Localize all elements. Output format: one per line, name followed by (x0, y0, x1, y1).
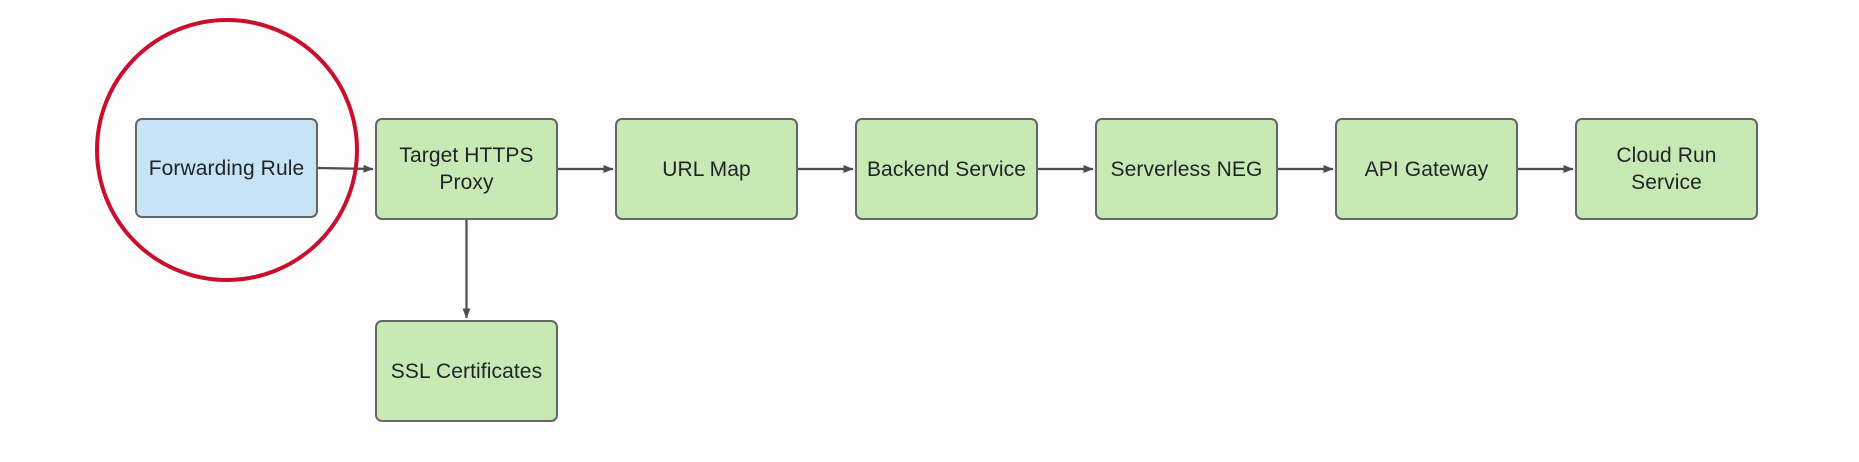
node-label-url-map: URL Map (662, 157, 751, 181)
node-target-https-proxy[interactable]: Target HTTPS Proxy (375, 118, 558, 220)
node-label-target-https-proxy: Target HTTPS Proxy (399, 144, 534, 194)
node-label-backend-service: Backend Service (866, 157, 1027, 181)
node-backend-service[interactable]: Backend Service (855, 118, 1038, 220)
node-label-serverless-neg: Serverless NEG (1110, 157, 1263, 181)
node-api-gateway[interactable]: API Gateway (1335, 118, 1518, 220)
forwarding-rule-highlight (95, 18, 359, 282)
node-ssl-certificates[interactable]: SSL Certificates (375, 320, 558, 422)
node-label-cloud-run-service: Cloud Run Service (1616, 144, 1717, 194)
node-label-ssl-certificates: SSL Certificates (390, 359, 543, 383)
node-cloud-run-service[interactable]: Cloud Run Service (1575, 118, 1758, 220)
node-serverless-neg[interactable]: Serverless NEG (1095, 118, 1278, 220)
node-url-map[interactable]: URL Map (615, 118, 798, 220)
node-label-api-gateway: API Gateway (1364, 157, 1489, 181)
